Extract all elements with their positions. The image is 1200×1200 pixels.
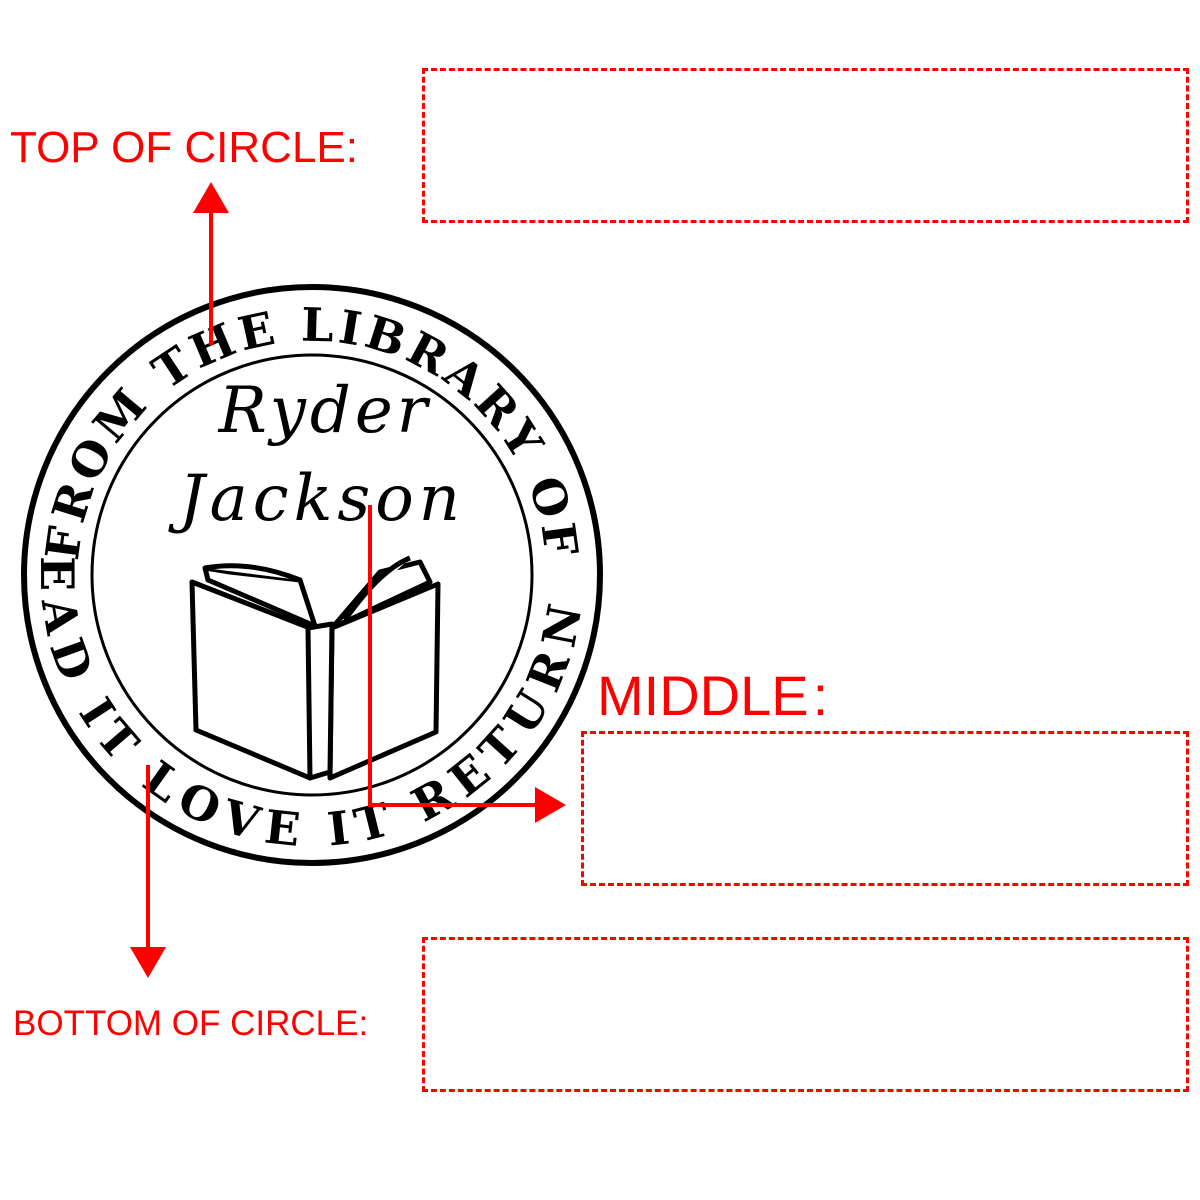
middle-arrow-head (535, 787, 566, 823)
middle-arrow-line (368, 505, 538, 807)
outer-ring (21, 284, 603, 866)
annotation-arrows (130, 182, 566, 978)
middle-label: MIDDLE: (597, 668, 828, 724)
top-of-circle-input-box[interactable] (422, 68, 1189, 223)
bottom-of-circle-label: BOTTOM OF CIRCLE: (13, 1004, 369, 1043)
bottom-arrow-head (130, 947, 166, 978)
name-line-1: Ryder (218, 374, 432, 448)
middle-label-colon: : (812, 664, 829, 727)
bottom-of-circle-input-box[interactable] (422, 937, 1189, 1092)
top-arrow-head (193, 182, 229, 213)
name-line-2: Jackson (168, 462, 465, 536)
inner-ring (90, 353, 534, 797)
top-of-circle-label: TOP OF CIRCLE: (10, 123, 359, 172)
middle-label-text: MIDDLE (597, 664, 809, 727)
middle-input-box[interactable] (581, 731, 1189, 886)
open-book-icon (189, 555, 441, 781)
